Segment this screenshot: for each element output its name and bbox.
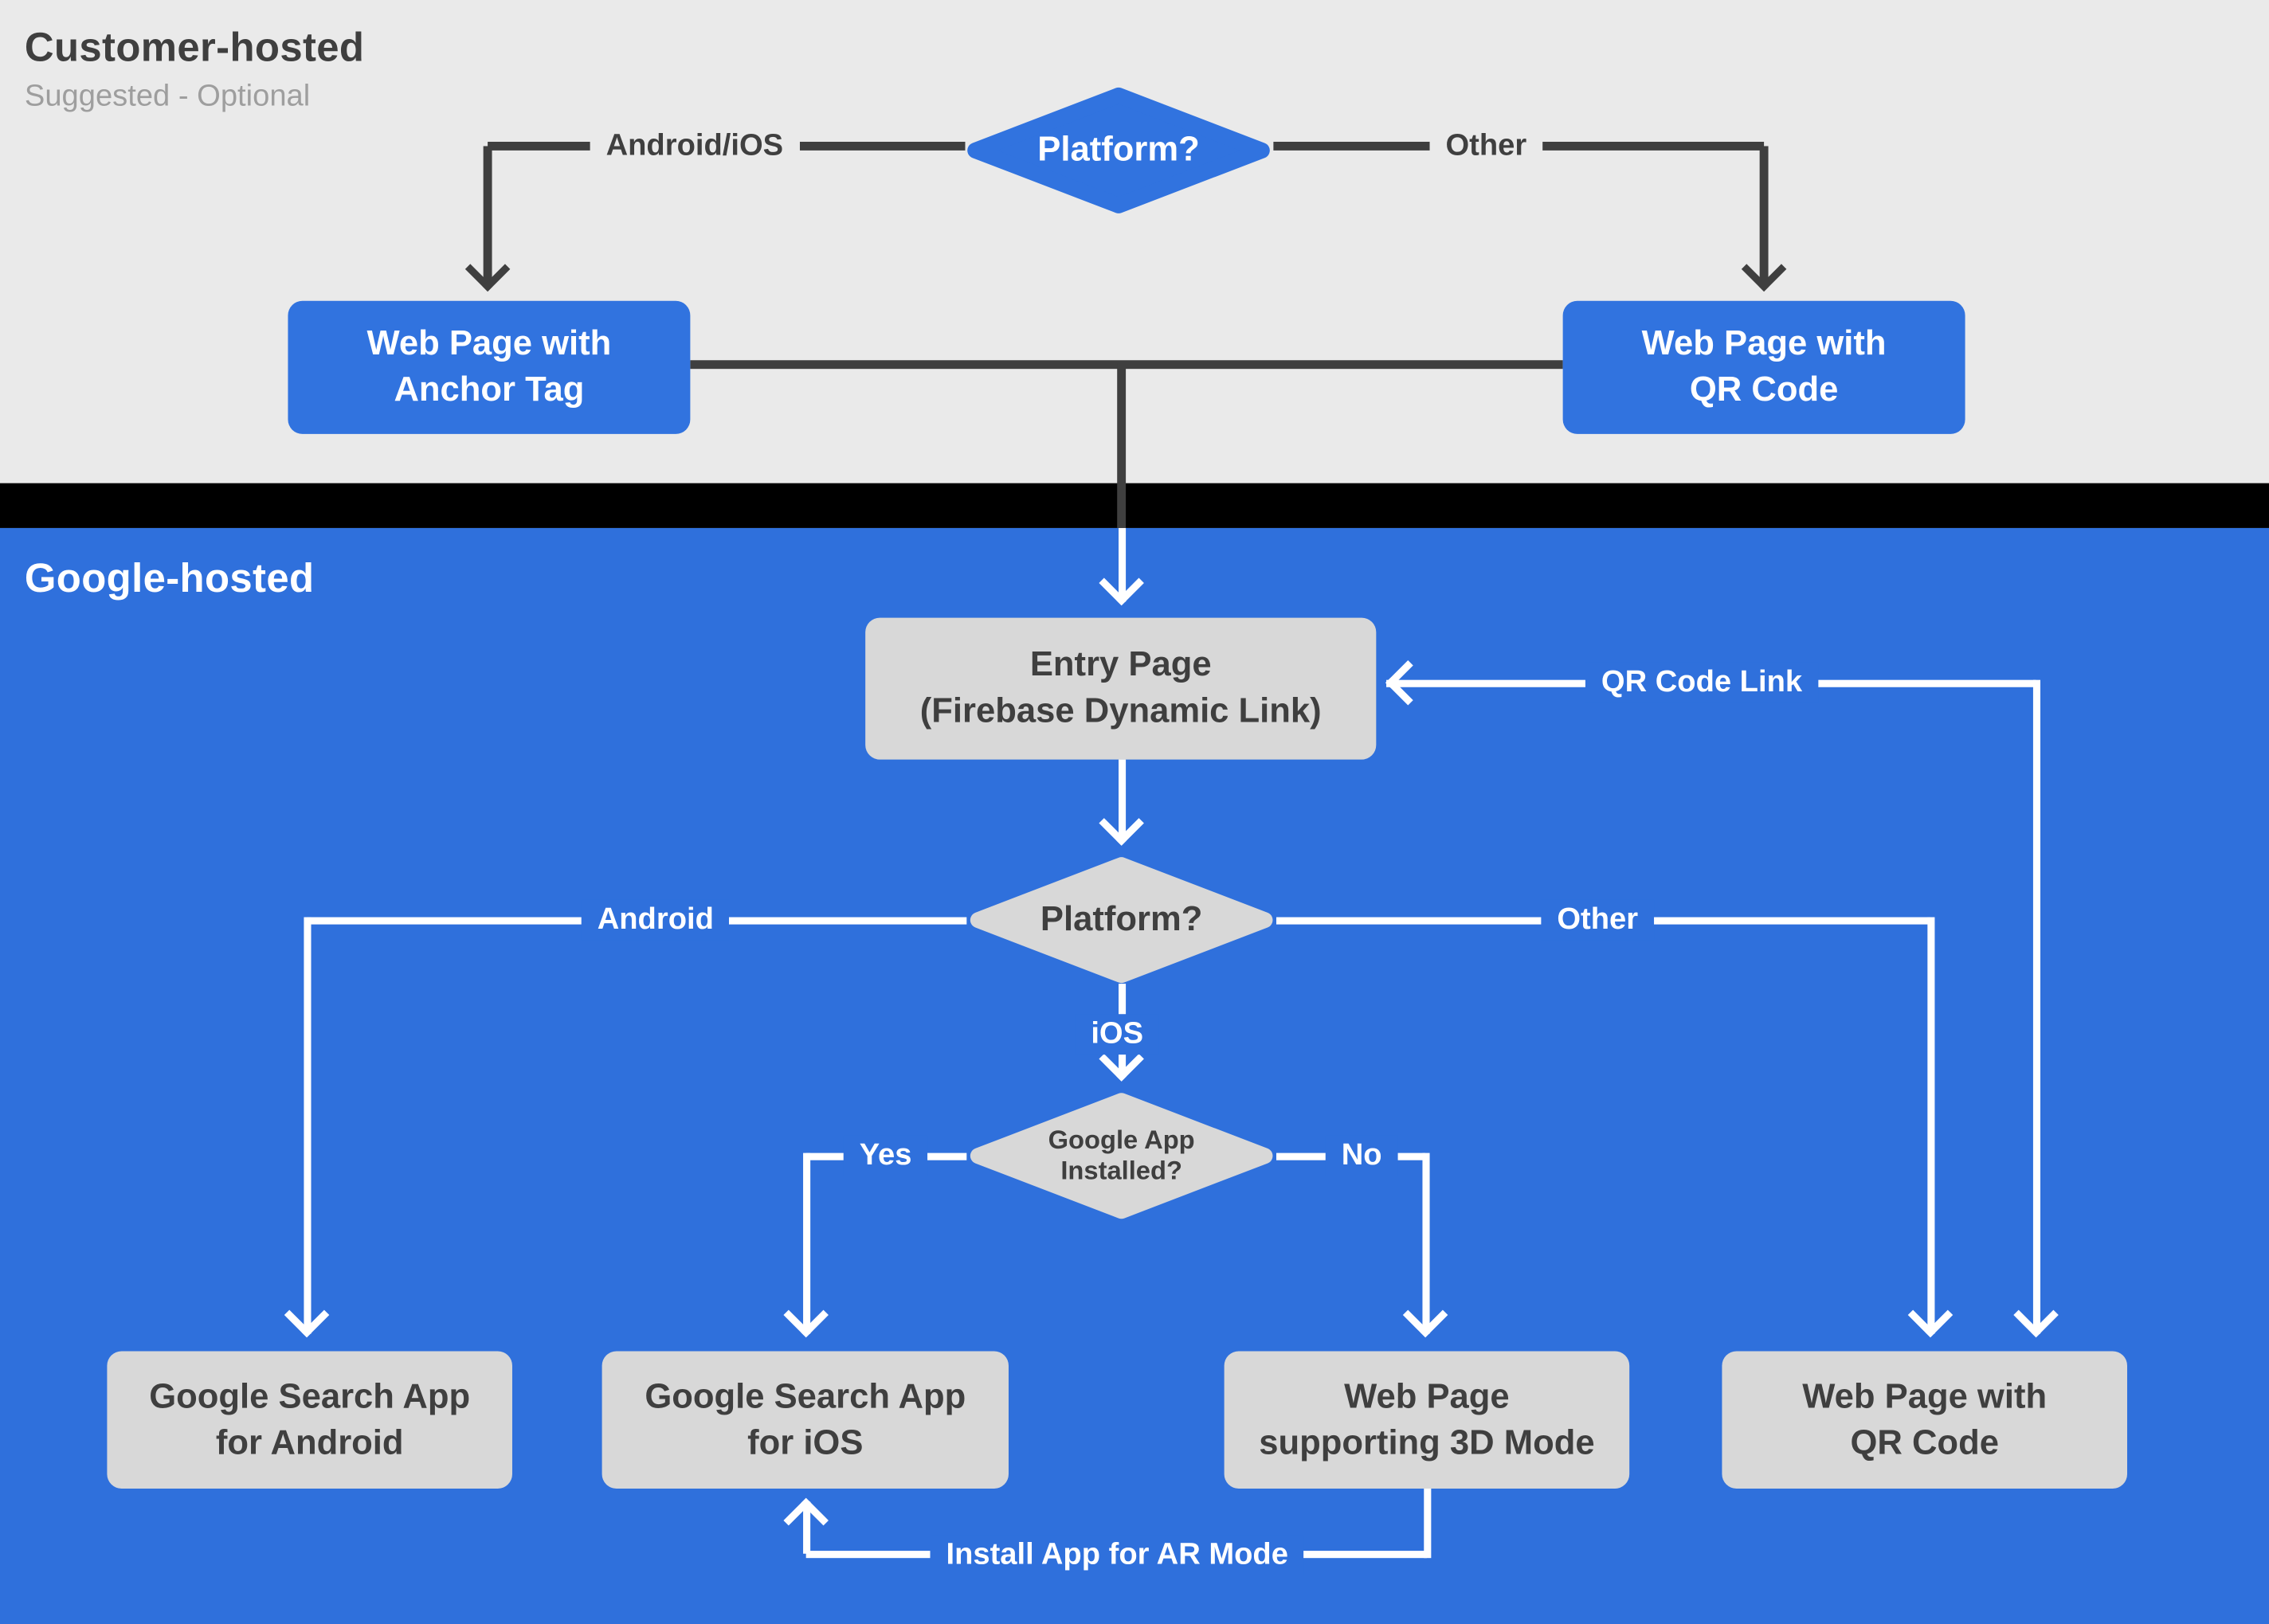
node-text-line2: QR Code (1689, 370, 1839, 410)
edge-label-qr-code-link: QR Code Link (1585, 662, 1819, 703)
node-text-line2: for Android (215, 1422, 404, 1462)
edge-3d-to-install (1423, 1488, 1431, 1559)
node-text-line1: Google Search App (149, 1376, 471, 1416)
decision-label-line1: Google App (1048, 1125, 1195, 1155)
edge-center-drop-dark (1117, 362, 1127, 528)
section-divider-band (0, 483, 2269, 528)
diamond-shape (970, 857, 1273, 984)
node-text-line2: Anchor Tag (394, 370, 585, 410)
edge-center-drop-white (1118, 527, 1126, 602)
edge-no-drop (1421, 1152, 1429, 1333)
edge-label-android: Android (581, 899, 730, 941)
node-text-line2: QR Code (1850, 1422, 1999, 1462)
edge-qr-link-drop (2032, 679, 2040, 1333)
google-hosted-title: Google-hosted (24, 555, 315, 601)
decision-platform-top: Platform? (964, 87, 1274, 214)
decision-platform-google: Platform? (966, 856, 1276, 984)
edge-other-google-drop (1926, 916, 1934, 1333)
decision-label-line2: Installed? (1060, 1156, 1182, 1185)
edge-label-no: No (1325, 1135, 1398, 1176)
node-web-page-anchor: Web Page with Anchor Tag (288, 300, 691, 434)
node-web-page-qr-bottom: Web Page with QR Code (1722, 1351, 2127, 1489)
node-text-line1: Google Search App (645, 1376, 966, 1416)
edge-label-install-app-ar: Install App for AR Mode (930, 1535, 1304, 1575)
node-text-line1: Entry Page (1029, 645, 1212, 685)
diamond-shape (970, 1093, 1273, 1219)
node-text-line2: for iOS (747, 1422, 864, 1462)
edge-label-yes: Yes (843, 1135, 928, 1176)
edge-label-other-google: Other (1541, 899, 1655, 941)
node-text-line1: Web Page with (366, 324, 612, 364)
node-text-line1: Web Page (1344, 1376, 1510, 1416)
node-text-line2: (Firebase Dynamic Link) (919, 691, 1322, 731)
node-text-line1: Web Page with (1802, 1376, 2048, 1416)
node-google-search-app-ios: Google Search App for iOS (602, 1351, 1009, 1489)
customer-hosted-title: Customer-hosted (24, 24, 365, 70)
decision-platform-top-label: Platform? (1037, 130, 1200, 170)
decision-platform-google-label: Platform? (1040, 900, 1203, 940)
edge-other-drop (1759, 146, 1769, 287)
edge-entry-to-platform (1118, 759, 1126, 841)
edge-label-ios: iOS (1075, 1014, 1160, 1055)
edge-yes-drop (802, 1152, 810, 1333)
edge-install-up (802, 1501, 810, 1554)
diamond-shape (967, 87, 1270, 213)
node-web-page-3d-mode: Web Page supporting 3D Mode (1224, 1351, 1630, 1489)
node-text-line1: Web Page with (1641, 324, 1887, 364)
edge-label-android-ios: Android/iOS (590, 126, 800, 166)
decision-google-app-installed: Google App Installed? (966, 1092, 1276, 1219)
edge-between-top-boxes (690, 360, 1563, 370)
decision-google-app-installed-label: Google App Installed? (966, 1092, 1276, 1219)
node-web-page-qr-top: Web Page with QR Code (1562, 300, 1965, 434)
node-entry-page: Entry Page (Firebase Dynamic Link) (865, 617, 1377, 760)
node-text-line2: supporting 3D Mode (1259, 1422, 1595, 1462)
customer-hosted-subtitle: Suggested - Optional (24, 79, 311, 113)
edge-label-other-top: Other (1429, 126, 1543, 166)
node-google-search-app-android: Google Search App for Android (107, 1351, 512, 1489)
edge-android-drop (303, 916, 311, 1333)
edge-androidios-drop (483, 146, 492, 287)
